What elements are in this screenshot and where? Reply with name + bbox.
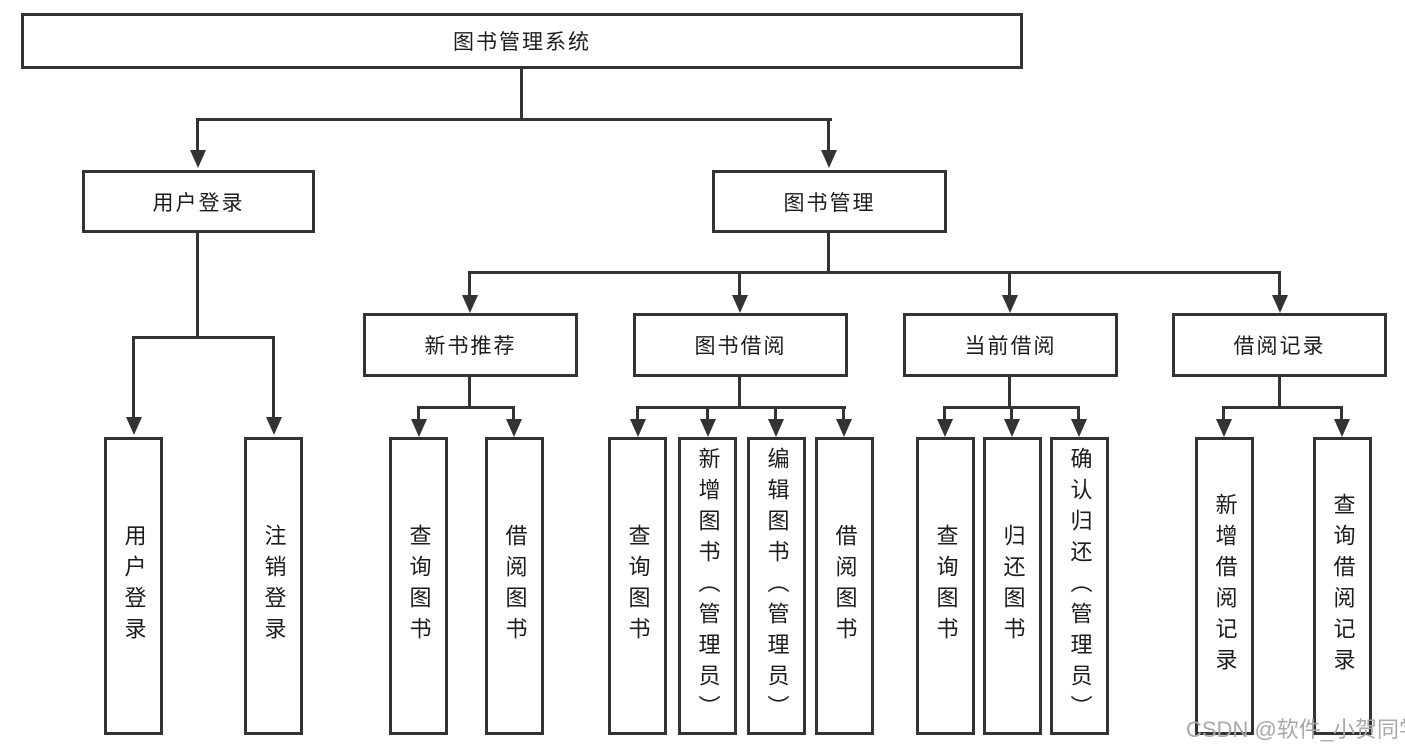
arrow-down-icon xyxy=(700,419,716,437)
connector-leaf-line xyxy=(706,406,709,419)
leaf-query-books-current-label: 查询图书 xyxy=(933,524,959,648)
connector-user-login-stub xyxy=(196,233,199,336)
arrow-down-icon xyxy=(462,295,478,313)
node-root: 图书管理系统 xyxy=(21,13,1023,69)
connector-leaf-line xyxy=(842,406,845,419)
connector-leaf-line xyxy=(1340,406,1343,419)
arrow-down-icon xyxy=(937,419,953,437)
node-book-borrow: 图书借阅 xyxy=(633,313,848,377)
connector-borrow-hline xyxy=(636,406,846,409)
leaf-user-login-label: 用户登录 xyxy=(121,524,147,648)
leaf-query-books-recommend-label: 查询图书 xyxy=(406,524,432,648)
arrow-down-icon xyxy=(836,419,852,437)
leaf-user-login: 用户登录 xyxy=(104,437,163,735)
node-borrow-records: 借阅记录 xyxy=(1172,313,1387,377)
leaf-return-books: 归还图书 xyxy=(983,437,1042,735)
arrow-down-icon xyxy=(506,419,522,437)
node-user-login-label: 用户登录 xyxy=(152,191,245,215)
node-book-management-label: 图书管理 xyxy=(783,191,876,215)
leaf-add-books-admin: 新增图书（管理员） xyxy=(678,437,737,735)
arrow-down-icon xyxy=(1216,419,1232,437)
leaf-edit-books-admin-label: 编辑图书（管理员） xyxy=(764,446,790,726)
connector-to-current-borrow xyxy=(1008,271,1011,295)
connector-leaf-line xyxy=(943,406,946,419)
node-book-borrow-label: 图书借阅 xyxy=(694,335,787,358)
connector-leaf-line xyxy=(1077,406,1080,419)
leaf-query-books-borrow-label: 查询图书 xyxy=(625,524,651,648)
connector-root-stub xyxy=(520,69,523,118)
connector-leaf-line xyxy=(774,406,777,419)
connector-book-management-stub xyxy=(827,233,830,271)
leaf-borrow-books-borrow-label: 借阅图书 xyxy=(832,524,858,648)
leaf-query-borrow-record-label: 查询借阅记录 xyxy=(1330,493,1356,679)
arrow-down-icon xyxy=(411,419,427,437)
arrow-down-icon xyxy=(1004,419,1020,437)
arrow-down-icon xyxy=(190,150,206,168)
connector-to-leaf-user-login xyxy=(132,336,135,417)
connector-borrow-stub xyxy=(738,377,741,406)
leaf-query-books-borrow: 查询图书 xyxy=(608,437,667,735)
node-current-borrow-label: 当前借阅 xyxy=(964,335,1057,358)
leaf-add-borrow-record: 新增借阅记录 xyxy=(1195,437,1254,735)
connector-recommend-stub xyxy=(468,377,471,406)
leaf-borrow-books-recommend: 借阅图书 xyxy=(485,437,544,735)
connector-to-borrow-records xyxy=(1278,271,1281,295)
connector-leaf-line xyxy=(417,406,420,419)
connector-leaf-line xyxy=(1222,406,1225,419)
arrow-down-icon xyxy=(821,150,837,168)
node-book-management: 图书管理 xyxy=(712,170,947,233)
leaf-return-books-label: 归还图书 xyxy=(1000,524,1026,648)
node-new-book-recommend: 新书推荐 xyxy=(363,313,578,377)
connector-user-login-hline xyxy=(132,336,275,339)
arrow-down-icon xyxy=(732,295,748,313)
arrow-down-icon xyxy=(1071,419,1087,437)
leaf-confirm-return-admin-label: 确认归还（管理员） xyxy=(1067,446,1093,726)
connector-to-book-management xyxy=(827,118,830,150)
connector-to-leaf-logout xyxy=(272,336,275,417)
node-root-label: 图书管理系统 xyxy=(453,31,591,54)
node-new-book-recommend-label: 新书推荐 xyxy=(424,335,517,358)
leaf-add-borrow-record-label: 新增借阅记录 xyxy=(1212,493,1238,679)
connector-book-management-hline xyxy=(468,271,1281,274)
arrow-down-icon xyxy=(126,417,142,435)
leaf-logout: 注销登录 xyxy=(244,437,303,735)
connector-records-stub xyxy=(1278,377,1281,406)
csdn-watermark: CSDN @软件_小贺同学 xyxy=(1186,717,1405,742)
leaf-borrow-books-recommend-label: 借阅图书 xyxy=(502,524,528,648)
leaf-confirm-return-admin: 确认归还（管理员） xyxy=(1050,437,1109,735)
arrow-down-icon xyxy=(768,419,784,437)
connector-to-user-login xyxy=(196,118,199,150)
connector-to-book-borrow xyxy=(738,271,741,295)
arrow-down-icon xyxy=(1334,419,1350,437)
arrow-down-icon xyxy=(1002,295,1018,313)
leaf-query-borrow-record: 查询借阅记录 xyxy=(1313,437,1372,735)
leaf-logout-label: 注销登录 xyxy=(261,524,287,648)
leaf-edit-books-admin: 编辑图书（管理员） xyxy=(747,437,806,735)
arrow-down-icon xyxy=(266,417,282,435)
leaf-query-books-current: 查询图书 xyxy=(916,437,975,735)
connector-leaf-line xyxy=(1010,406,1013,419)
node-borrow-records-label: 借阅记录 xyxy=(1233,335,1326,358)
leaf-add-books-admin-label: 新增图书（管理员） xyxy=(695,446,721,726)
node-current-borrow: 当前借阅 xyxy=(903,313,1118,377)
connector-records-hline xyxy=(1222,406,1343,409)
connector-recommend-hline xyxy=(417,406,515,409)
connector-root-hline xyxy=(196,118,832,121)
connector-current-stub xyxy=(1008,377,1011,406)
arrow-down-icon xyxy=(630,419,646,437)
arrow-down-icon xyxy=(1272,295,1288,313)
node-user-login: 用户登录 xyxy=(82,170,315,233)
leaf-query-books-recommend: 查询图书 xyxy=(389,437,448,735)
leaf-borrow-books-borrow: 借阅图书 xyxy=(815,437,874,735)
connector-leaf-line xyxy=(512,406,515,419)
connector-to-new-book-recommend xyxy=(468,271,471,295)
connector-leaf-line xyxy=(636,406,639,419)
